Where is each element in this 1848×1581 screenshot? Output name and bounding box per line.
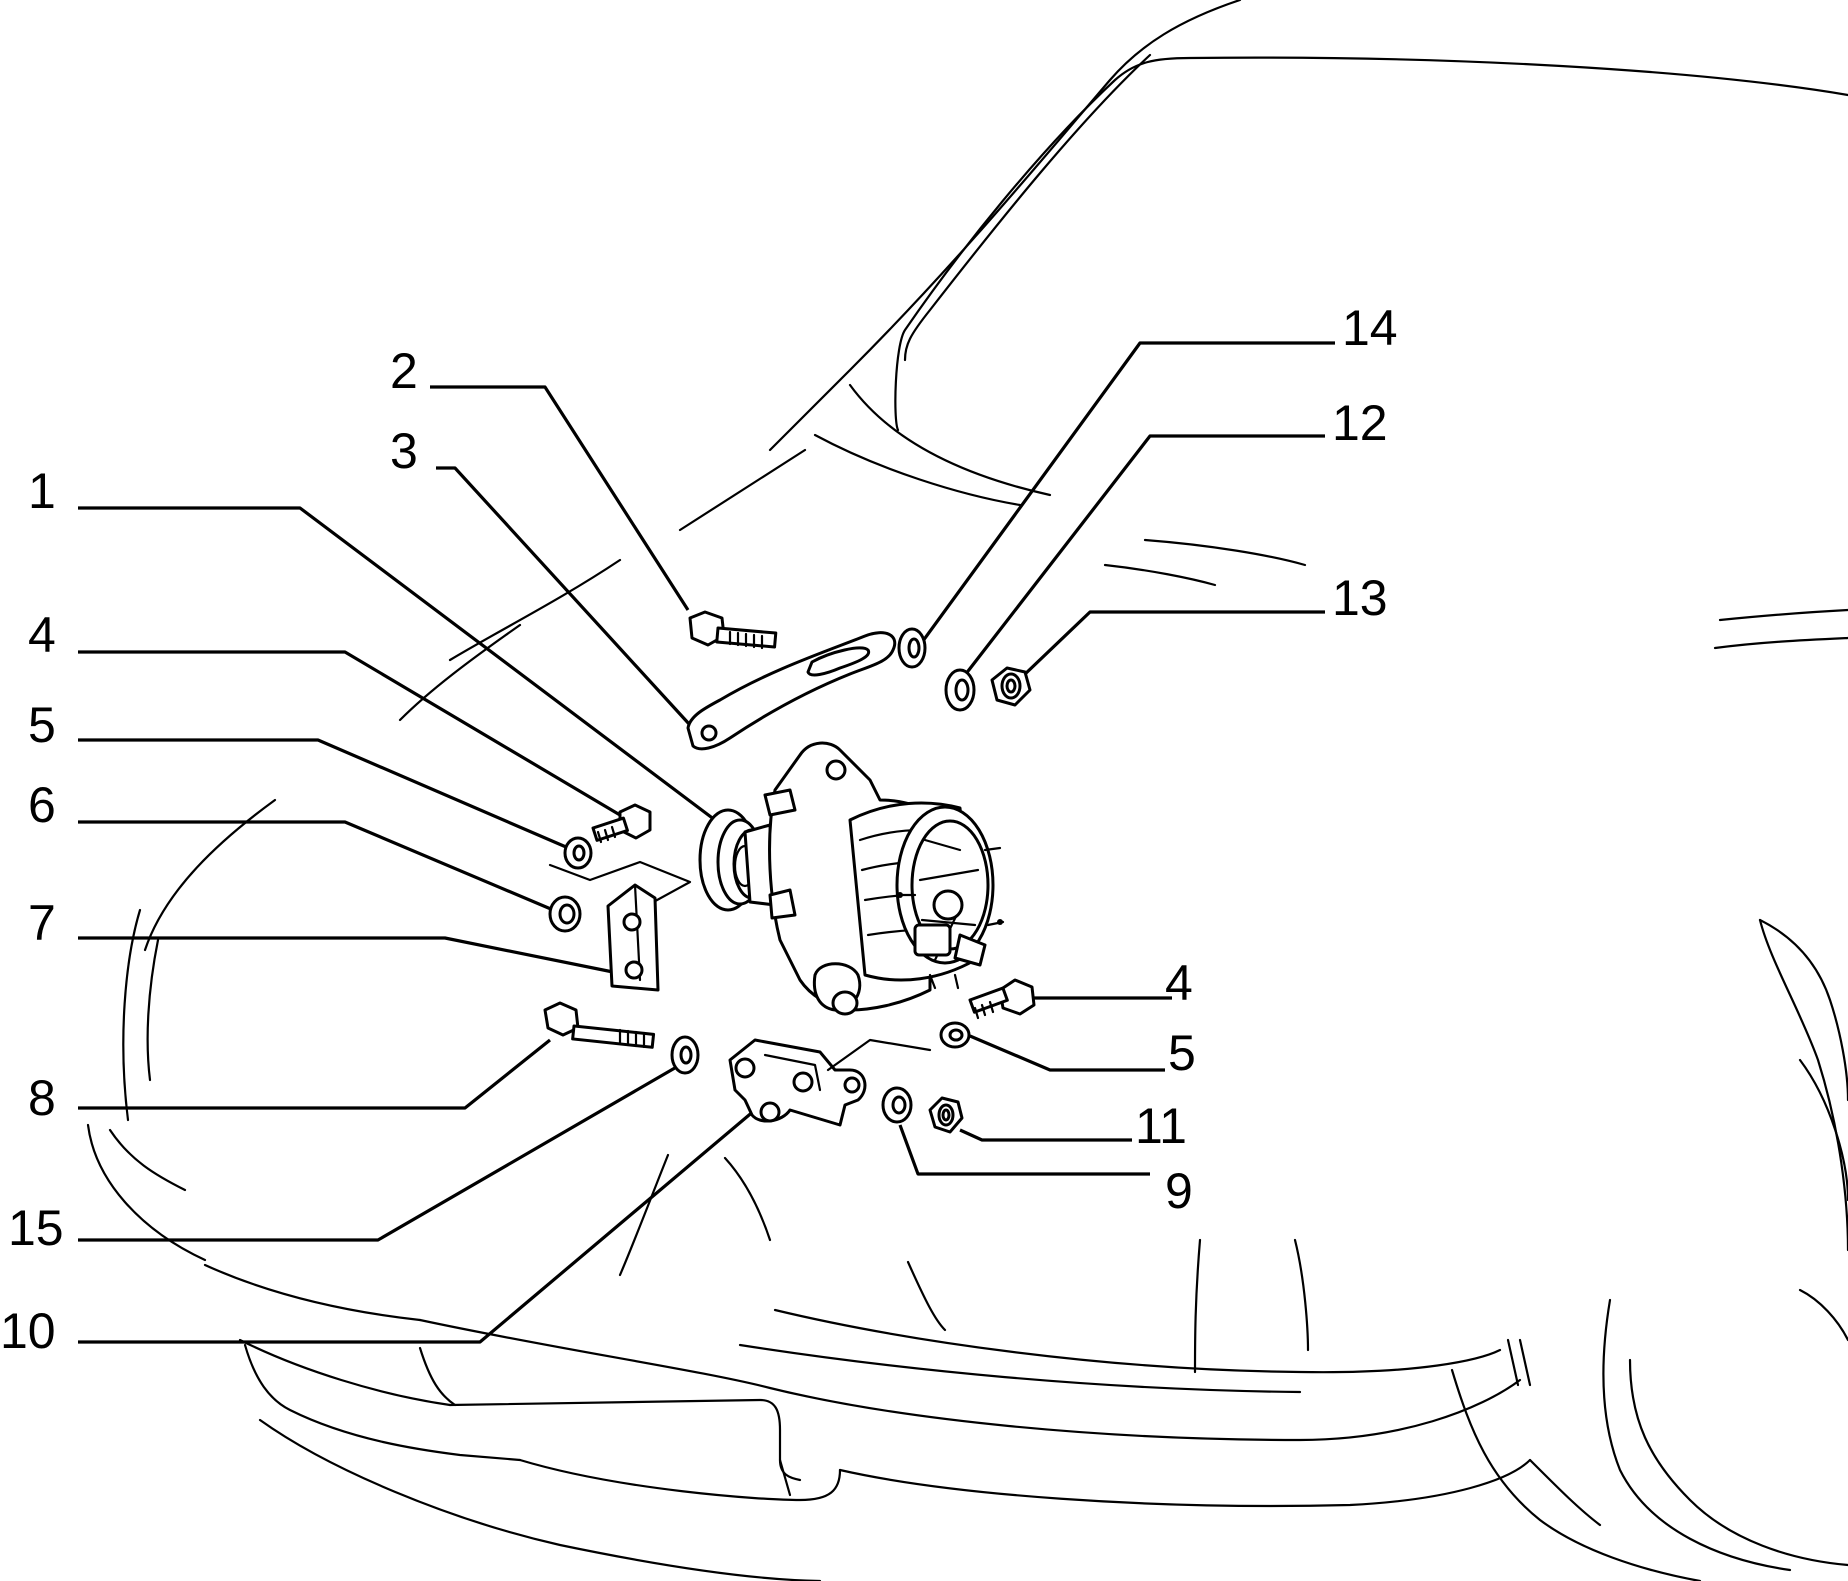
callout-11: 11 [1135, 1098, 1187, 1154]
callout-14: 14 [1342, 300, 1398, 356]
nut-part-13 [990, 666, 1032, 707]
bolt-part-4-right [968, 978, 1036, 1020]
callout-3: 3 [390, 423, 418, 479]
callout-9: 9 [1165, 1163, 1193, 1219]
bolt-part-2 [688, 610, 778, 650]
bushing-part-6 [548, 895, 582, 933]
washer-part-12 [944, 668, 976, 712]
washer-part-14 [897, 627, 927, 669]
callout-labels: 1 2 3 4 5 6 7 8 15 10 14 12 13 4 5 11 9 [0, 300, 1398, 1359]
lock-washer-part-5-right [939, 1021, 971, 1049]
callout-4-right: 4 [1165, 955, 1193, 1011]
callout-7: 7 [28, 895, 56, 951]
alternator-part-1 [698, 741, 1005, 1016]
callout-5-right: 5 [1168, 1025, 1196, 1081]
callout-8: 8 [28, 1070, 56, 1126]
bolt-part-4-left [591, 803, 652, 844]
nut-part-11 [928, 1096, 964, 1134]
callout-1: 1 [28, 463, 56, 519]
plate-bracket-part-7 [606, 883, 660, 992]
callout-10: 10 [0, 1303, 56, 1359]
lower-bracket-part-10 [728, 1038, 867, 1127]
callout-15: 15 [8, 1200, 64, 1256]
leader-lines [78, 341, 1335, 1344]
callout-6: 6 [28, 777, 56, 833]
callout-2: 2 [390, 343, 418, 399]
long-bolt-part-8 [543, 1001, 656, 1049]
bracket-part-3 [686, 631, 897, 751]
callout-13: 13 [1332, 570, 1388, 626]
lock-washer-part-5-left [563, 836, 593, 870]
alternator-parts [543, 610, 1036, 1134]
car-body-outline [86, 0, 1848, 1581]
callout-12: 12 [1332, 395, 1388, 451]
bushing-part-9 [881, 1086, 913, 1124]
washer-part-15 [670, 1035, 700, 1075]
callout-5-left: 5 [28, 697, 56, 753]
callout-4-left: 4 [28, 607, 56, 663]
